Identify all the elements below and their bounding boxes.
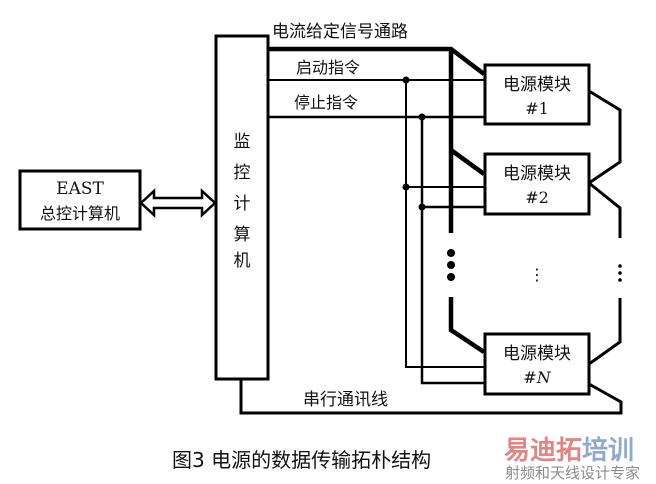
bidirectional-arrow-icon bbox=[139, 188, 217, 218]
power-module-1: 电源模块 #1 bbox=[483, 63, 591, 126]
module-1-name: 电源模块 bbox=[503, 75, 571, 95]
monitor-char-3: 计 bbox=[234, 194, 251, 214]
bus-ellipsis-dots bbox=[447, 249, 455, 281]
stop-cmd-label: 停止指令 bbox=[294, 93, 358, 112]
serial-label: 串行通讯线 bbox=[303, 390, 388, 410]
monitor-computer-box: 监 控 计 算 机 bbox=[214, 34, 270, 381]
start-cmd-line bbox=[268, 79, 484, 368]
current-path-label: 电流给定信号通路 bbox=[272, 22, 408, 42]
monitor-char-4: 算 bbox=[234, 225, 251, 245]
power-module-n: 电源模块 #N bbox=[483, 332, 591, 396]
watermark: 易迪拓 培训 射频和天线设计专家 bbox=[504, 436, 640, 482]
monitor-char-1: 监 bbox=[234, 132, 251, 152]
module-1-id: #1 bbox=[525, 99, 549, 118]
junction-dots bbox=[402, 76, 426, 211]
power-module-2: 电源模块 #2 bbox=[483, 152, 591, 216]
serial-comm-line bbox=[239, 89, 623, 415]
east-computer-box: EAST 总控计算机 bbox=[18, 169, 142, 231]
module-n-id: #N bbox=[523, 368, 551, 387]
watermark-brand-red: 易迪拓 bbox=[504, 436, 582, 466]
east-computer-label: 总控计算机 bbox=[40, 204, 120, 223]
serial-ellipsis-dots bbox=[618, 264, 622, 282]
figure-caption: 图3 电源的数据传输拓朴结构 bbox=[172, 448, 431, 472]
monitor-char-5: 机 bbox=[234, 251, 251, 271]
module-2-name: 电源模块 bbox=[503, 164, 571, 184]
watermark-brand-blue: 培训 bbox=[582, 436, 634, 466]
module-n-name: 电源模块 bbox=[503, 344, 571, 364]
module-2-id: #2 bbox=[525, 188, 549, 207]
east-label: EAST bbox=[56, 179, 104, 199]
watermark-tagline: 射频和天线设计专家 bbox=[505, 464, 640, 482]
start-cmd-label: 启动指令 bbox=[296, 58, 360, 77]
monitor-char-2: 控 bbox=[234, 163, 251, 183]
module-ellipsis: ⋮ bbox=[529, 265, 545, 284]
